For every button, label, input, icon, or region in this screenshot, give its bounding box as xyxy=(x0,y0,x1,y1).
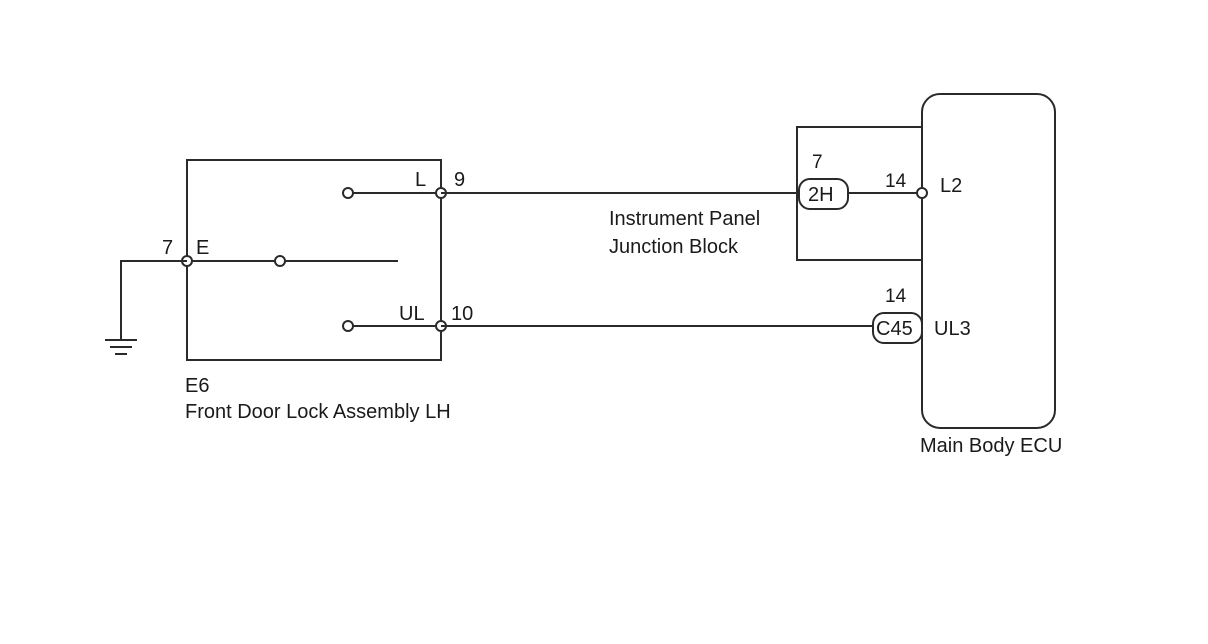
connector-2h-label: 2H xyxy=(808,184,834,206)
terminal-l2-label: L2 xyxy=(940,175,962,197)
connector-c45-label: C45 xyxy=(876,318,913,340)
front-door-lock-name: Front Door Lock Assembly LH xyxy=(185,401,451,423)
connector-2h-pin: 7 xyxy=(812,152,823,173)
instrument-panel-junction-block: 2H 7 14 Instrument Panel Junction Block xyxy=(609,126,922,261)
terminal-l-label: L xyxy=(415,169,426,191)
terminal-l2-node xyxy=(916,187,928,199)
terminal-ul-label: UL xyxy=(399,303,425,325)
e-common-node xyxy=(274,255,286,267)
main-body-ecu-name: Main Body ECU xyxy=(920,435,1062,457)
terminal-ul-pin: 10 xyxy=(451,303,473,325)
junction-block-name-line2: Junction Block xyxy=(609,236,739,258)
junction-out-pin: 14 xyxy=(885,171,907,192)
terminal-e-label: E xyxy=(196,237,209,259)
terminal-ul3-label: UL3 xyxy=(934,318,971,340)
connector-c45-pin: 14 xyxy=(885,286,907,307)
junction-block-box xyxy=(796,126,922,261)
junction-block-name-line1: Instrument Panel xyxy=(609,208,760,230)
main-body-ecu-box xyxy=(921,93,1056,429)
terminal-e-pin: 7 xyxy=(162,237,173,259)
terminal-l-pin: 9 xyxy=(454,169,465,191)
front-door-lock-code: E6 xyxy=(185,375,209,397)
main-body-ecu: L2 UL3 Main Body ECU xyxy=(916,93,1062,457)
ground-symbol-icon xyxy=(105,260,187,355)
front-door-lock-assembly: L 9 E 7 UL 10 E6 Front Door Lock Assembl… xyxy=(162,159,473,423)
l-contact-node xyxy=(342,187,354,199)
ul-contact-node xyxy=(342,320,354,332)
connector-c45-group: C45 14 xyxy=(872,286,923,344)
